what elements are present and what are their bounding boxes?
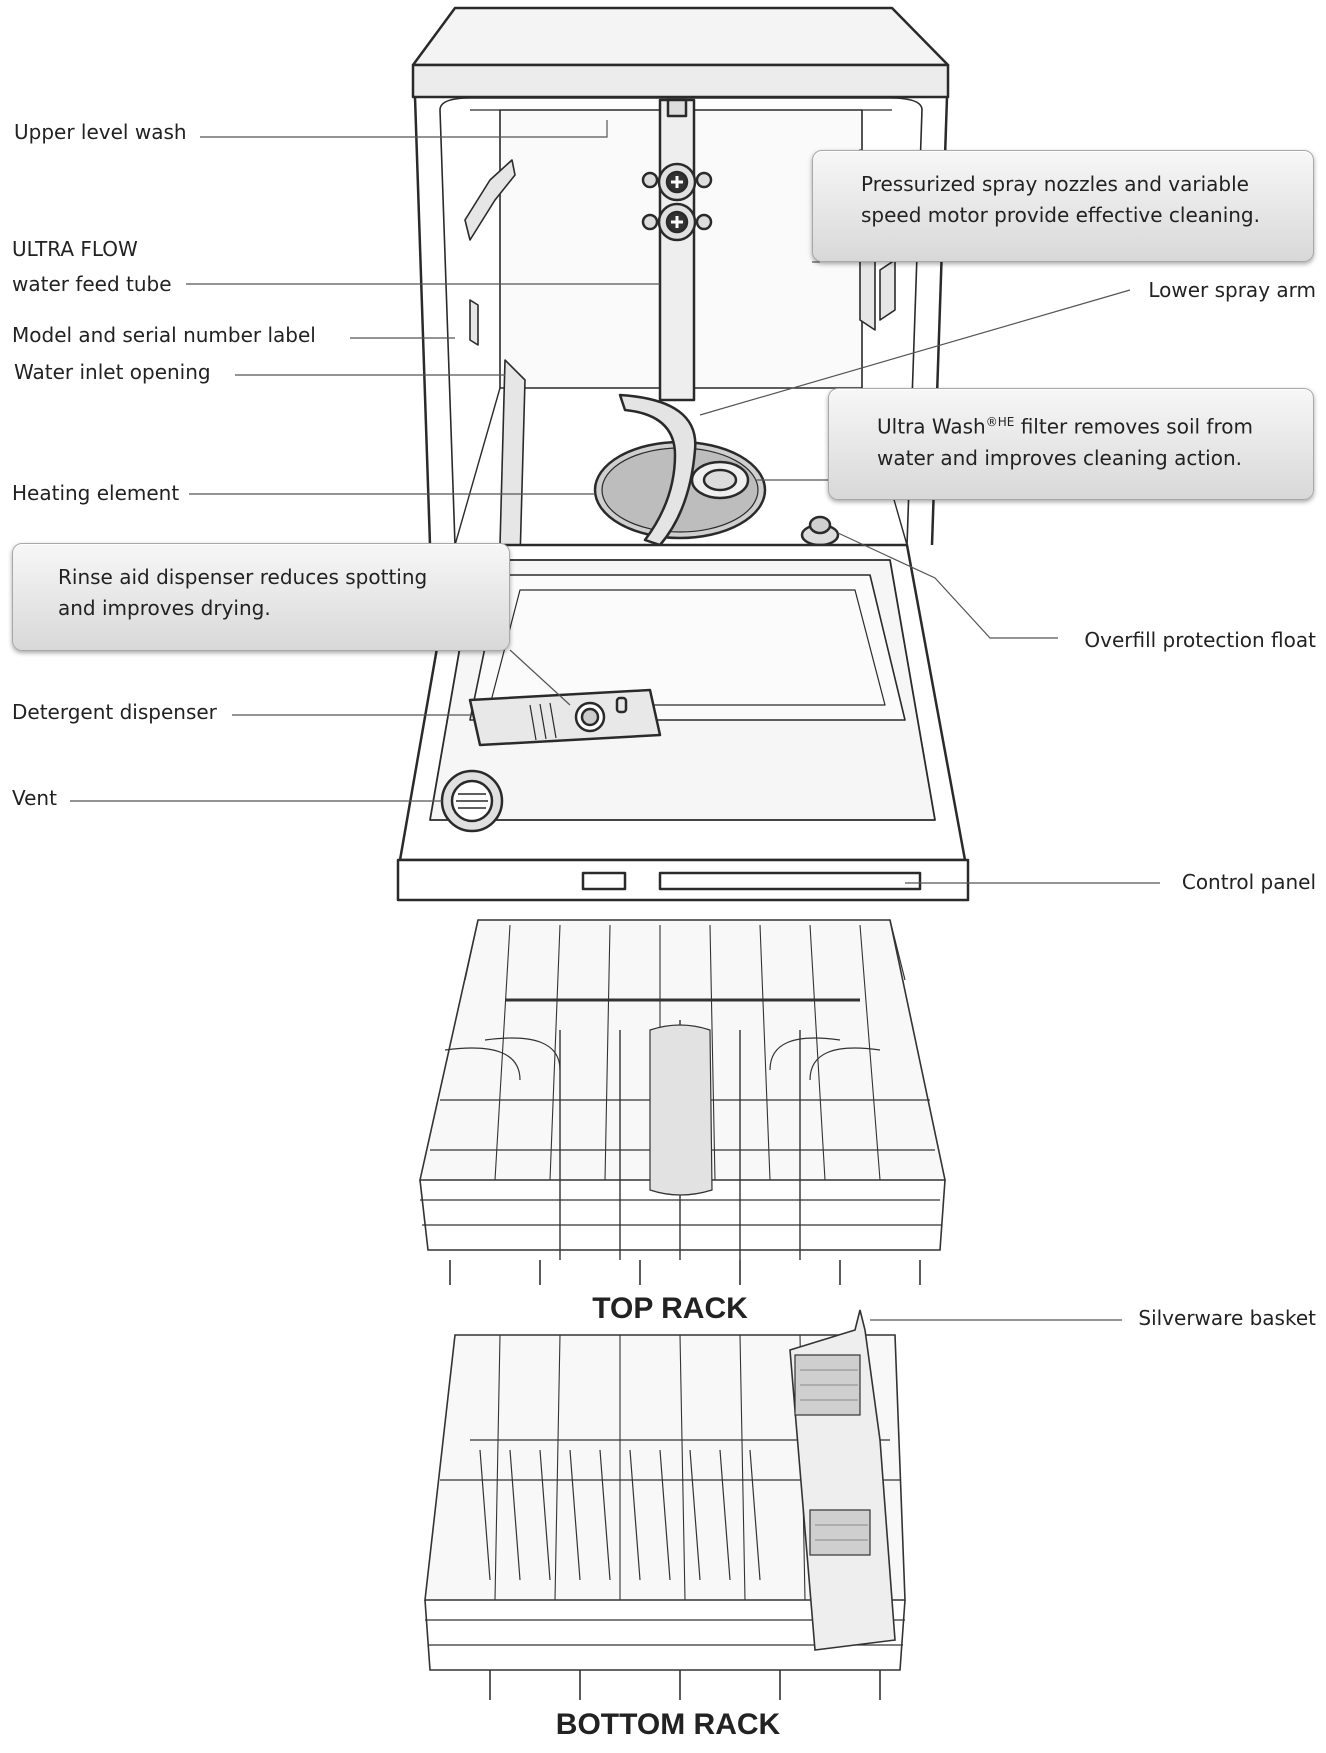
leader-overfill-float xyxy=(837,532,1058,639)
detergent-dispenser-shape xyxy=(468,688,662,747)
leader-upper-level-wash xyxy=(200,120,608,138)
callout-filter-suffix: filter removes soil from xyxy=(1014,414,1253,439)
label-model-serial: Model and serial number label xyxy=(12,323,316,347)
control-panel-shape xyxy=(396,858,970,902)
callout-spray-nozzles-line2: speed motor provide effective cleaning. xyxy=(861,203,1260,227)
label-control-panel: Control panel xyxy=(1181,870,1316,894)
callout-filter-prefix: Ultra Wash xyxy=(877,414,986,439)
vent-shape xyxy=(440,769,504,833)
callout-spray-nozzles-line1: Pressurized spray nozzles and variable xyxy=(861,172,1249,196)
label-heating-element: Heating element xyxy=(12,481,180,505)
label-water-inlet: Water inlet opening xyxy=(14,360,211,384)
top-rack-shape xyxy=(419,919,946,1285)
bottom-rack-shape xyxy=(424,1309,906,1700)
callout-rinse-aid-line1: Rinse aid dispenser reduces spotting xyxy=(58,565,428,589)
callout-filter-line2: water and improves cleaning action. xyxy=(877,445,1242,470)
cabinet-top xyxy=(411,6,950,99)
label-overfill-float: Overfill protection float xyxy=(1084,628,1316,652)
label-detergent-dispenser: Detergent dispenser xyxy=(12,700,217,724)
callout-filter-line1: Ultra Wash®HE filter removes soil from xyxy=(877,407,1291,443)
water-feed-tube xyxy=(641,98,713,402)
door xyxy=(398,543,967,862)
label-silverware-basket: Silverware basket xyxy=(1138,1306,1316,1330)
label-ultra-flow-line1: ULTRA FLOW xyxy=(12,237,138,261)
callout-spray-nozzles: Pressurized spray nozzles and variable s… xyxy=(812,150,1314,262)
leader-lines xyxy=(70,120,1160,1321)
callout-rinse-aid: Rinse aid dispenser reduces spotting and… xyxy=(12,543,510,651)
overfill-float xyxy=(800,515,840,547)
label-upper-level-wash: Upper level wash xyxy=(14,120,187,144)
label-vent: Vent xyxy=(12,786,57,810)
leader-lower-spray-arm xyxy=(699,289,1131,416)
leader-rinse-aid xyxy=(509,649,571,706)
callout-filter: Ultra Wash®HE filter removes soil from w… xyxy=(828,388,1314,500)
bottom-rack-title: BOTTOM RACK xyxy=(555,1708,781,1741)
callout-filter-trademark: ®HE xyxy=(985,415,1015,429)
callout-rinse-aid-line2: and improves drying. xyxy=(58,596,271,620)
top-rack-title: TOP RACK xyxy=(592,1292,748,1325)
label-lower-spray-arm: Lower spray arm xyxy=(1148,278,1316,302)
label-ultra-flow-line2: water feed tube xyxy=(12,272,172,296)
